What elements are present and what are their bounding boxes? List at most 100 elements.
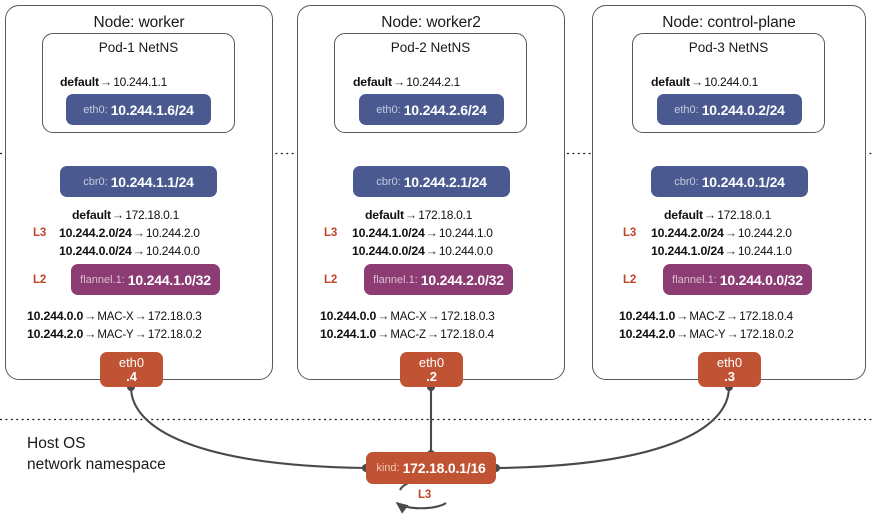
- pod-eth0-pill-1[interactable]: eth0: 10.244.1.6/24: [66, 94, 211, 125]
- fdb-mac: MAC-X: [97, 311, 134, 323]
- cbr0-pill-3[interactable]: cbr0: 10.244.0.1/24: [651, 166, 808, 197]
- interface-label: flannel.1:: [373, 273, 418, 286]
- interface-address: 10.244.2.6/24: [403, 101, 487, 118]
- fdb-key: 10.244.0.0: [320, 309, 377, 323]
- fdb-value: 172.18.0.4: [739, 309, 793, 323]
- fdb-mac: MAC-X: [390, 311, 427, 323]
- route-value: 10.244.0.0: [145, 244, 200, 258]
- pod-default-route-2: default→10.244.2.1: [353, 76, 460, 88]
- interface-label: kind:: [376, 462, 400, 474]
- route-key: default: [353, 75, 392, 89]
- interface-address: 10.244.0.0/32: [719, 271, 803, 288]
- fdb-value: 172.18.0.2: [147, 327, 202, 341]
- fdb-mac: MAC-Z: [689, 311, 725, 323]
- host-os-label: Host OS network namespace: [27, 435, 166, 473]
- arrow-icon: →: [377, 309, 390, 323]
- pod-eth0-pill-3[interactable]: eth0: 10.244.0.2/24: [657, 94, 802, 125]
- node-route-2-1: 10.244.1.0/24→10.244.1.0: [352, 227, 493, 239]
- eth-interface-name: eth0: [118, 354, 145, 370]
- route-value: 10.244.2.0: [737, 226, 792, 240]
- arrow-icon: →: [724, 226, 737, 240]
- fdb-key: 10.244.0.0: [27, 309, 84, 323]
- route-key: default: [651, 75, 690, 89]
- fdb-mac: MAC-Y: [97, 329, 134, 341]
- arrow-icon: →: [703, 208, 717, 222]
- route-value: 10.244.0.0: [438, 244, 493, 258]
- l2-label-1: L2: [33, 274, 47, 286]
- fdb-entry-2-1: 10.244.1.0→MAC-Z→172.18.0.4: [320, 328, 494, 342]
- node-route-1-1: 10.244.2.0/24→10.244.2.0: [59, 227, 200, 239]
- arrow-icon: →: [132, 244, 145, 258]
- node-route-3-1: 10.244.2.0/24→10.244.2.0: [651, 227, 792, 239]
- fdb-value: 172.18.0.3: [440, 309, 495, 323]
- interface-address: 10.244.1.6/24: [110, 101, 194, 118]
- fdb-key: 10.244.2.0: [619, 327, 676, 341]
- node-route-3-0: default→172.18.0.1: [664, 209, 771, 221]
- route-value: 172.18.0.1: [418, 208, 472, 222]
- arrow-icon: →: [676, 309, 689, 323]
- arrow-icon: →: [392, 75, 406, 89]
- interface-label: flannel.1:: [672, 273, 717, 286]
- arrow-icon: →: [426, 327, 440, 341]
- fdb-value: 172.18.0.3: [147, 309, 202, 323]
- l3-label-3: L3: [623, 227, 637, 239]
- flannel-pill-3[interactable]: flannel.1: 10.244.0.0/32: [663, 264, 812, 295]
- fdb-value: 172.18.0.2: [739, 327, 794, 341]
- fdb-entry-3-0: 10.244.1.0→MAC-Z→172.18.0.4: [619, 310, 793, 324]
- fdb-mac: MAC-Y: [689, 329, 726, 341]
- fdb-entry-1-0: 10.244.0.0→MAC-X→172.18.0.3: [27, 310, 202, 324]
- node-eth0-box-3[interactable]: eth0 .3: [698, 352, 761, 387]
- node-title: Node: worker: [93, 14, 185, 31]
- arrow-icon: →: [724, 244, 737, 258]
- eth-interface-number: .4: [126, 368, 137, 384]
- route-key: default: [365, 208, 404, 222]
- route-key: default: [60, 75, 99, 89]
- interface-label: flannel.1:: [80, 273, 125, 286]
- pod-title: Pod-2 NetNS: [390, 40, 471, 55]
- node-title: Node: control-plane: [662, 14, 796, 31]
- route-value: 10.244.2.0: [145, 226, 200, 240]
- kind-bridge-pill[interactable]: kind: 172.18.0.1/16: [366, 452, 496, 484]
- flannel-pill-2[interactable]: flannel.1: 10.244.2.0/32: [364, 264, 513, 295]
- pod-eth0-pill-2[interactable]: eth0: 10.244.2.6/24: [359, 94, 504, 125]
- interface-label: eth0:: [674, 103, 699, 116]
- node-eth0-box-1[interactable]: eth0 .4: [100, 352, 163, 387]
- cbr0-pill-2[interactable]: cbr0: 10.244.2.1/24: [353, 166, 510, 197]
- cbr0-pill-1[interactable]: cbr0: 10.244.1.1/24: [60, 166, 217, 197]
- pod-default-route-1: default→10.244.1.1: [60, 76, 167, 88]
- fdb-key: 10.244.1.0: [619, 309, 676, 323]
- node-route-2-0: default→172.18.0.1: [365, 209, 472, 221]
- arrow-icon: →: [84, 309, 97, 323]
- l2-label-3: L2: [623, 274, 637, 286]
- interface-label: eth0:: [83, 103, 108, 116]
- pod-title: Pod-1 NetNS: [98, 40, 179, 55]
- eth-interface-number: .3: [724, 368, 735, 384]
- interface-label: eth0:: [376, 103, 401, 116]
- fdb-mac: MAC-Z: [390, 329, 426, 341]
- route-value: 10.244.2.1: [406, 75, 460, 89]
- node-eth0-box-2[interactable]: eth0 .2: [400, 352, 463, 387]
- arrow-icon: →: [84, 327, 97, 341]
- interface-label: cbr0:: [376, 175, 401, 188]
- arrow-icon: →: [111, 208, 125, 222]
- interface-address: 10.244.1.0/32: [127, 271, 211, 288]
- route-key: 10.244.1.0/24: [352, 226, 425, 240]
- node-route-1-2: 10.244.0.0/24→10.244.0.0: [59, 245, 200, 257]
- flannel-pill-1[interactable]: flannel.1: 10.244.1.0/32: [71, 264, 220, 295]
- route-value: 10.244.1.0: [438, 226, 493, 240]
- fdb-entry-2-0: 10.244.0.0→MAC-X→172.18.0.3: [320, 310, 495, 324]
- bridge-l3-label: L3: [418, 489, 432, 501]
- l3-label-1: L3: [33, 227, 47, 239]
- route-value: 172.18.0.1: [125, 208, 179, 222]
- arrow-icon: →: [377, 327, 390, 341]
- route-value: 10.244.0.1: [704, 75, 758, 89]
- node-route-2-2: 10.244.0.0/24→10.244.0.0: [352, 245, 493, 257]
- interface-label: cbr0:: [83, 175, 108, 188]
- interface-address: 10.244.0.1/24: [701, 173, 785, 190]
- fdb-key: 10.244.2.0: [27, 327, 84, 341]
- route-key: 10.244.0.0/24: [59, 244, 132, 258]
- pod-default-route-3: default→10.244.0.1: [651, 76, 758, 88]
- route-key: 10.244.2.0/24: [651, 226, 724, 240]
- arrow-icon: →: [425, 244, 438, 258]
